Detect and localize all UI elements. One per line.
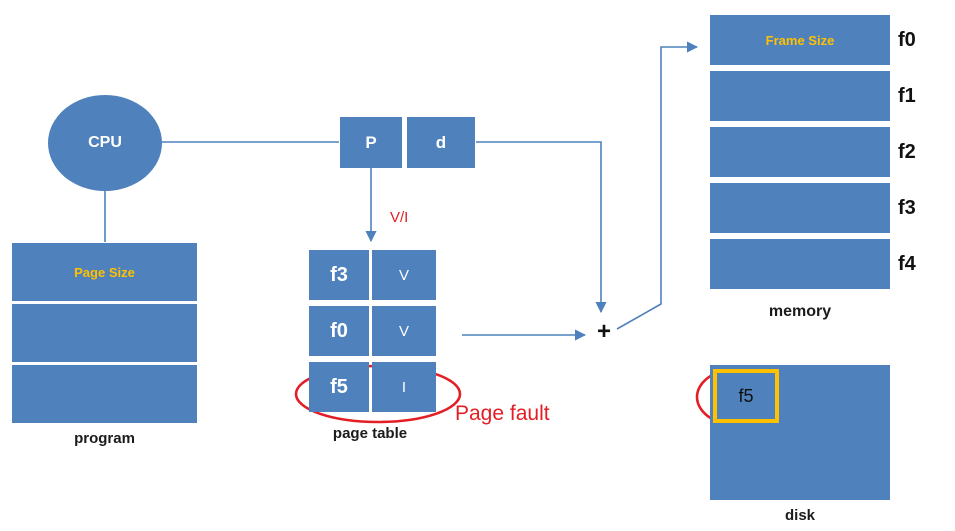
disk-page-block: f5 bbox=[713, 369, 779, 423]
address-page-label: P bbox=[365, 132, 377, 152]
pagetable-row-2-bit-label: I bbox=[401, 378, 407, 396]
frame-number-f2: f2 bbox=[898, 140, 916, 163]
address-page-box: P bbox=[340, 117, 402, 168]
memory-frame-1 bbox=[710, 71, 890, 121]
d-to-adder-arrow bbox=[476, 141, 607, 314]
adder-to-memory-arrow bbox=[616, 41, 699, 330]
valid-invalid-header: V/I bbox=[390, 209, 409, 226]
memory-frame-4 bbox=[710, 239, 890, 289]
cpu-node: CPU bbox=[48, 95, 162, 191]
frame-number-f3: f3 bbox=[898, 196, 916, 219]
pagetable-row-1-bit: V bbox=[372, 306, 436, 356]
address-offset-box: d bbox=[407, 117, 475, 168]
pagetable-row-2-bit: I bbox=[372, 362, 436, 412]
program-caption: program bbox=[74, 430, 135, 447]
cpu-label: CPU bbox=[88, 134, 122, 151]
frame-size-label: Frame Size bbox=[765, 32, 835, 48]
memory-frame-0: Frame Size bbox=[710, 15, 890, 65]
adder-symbol: + bbox=[596, 318, 611, 345]
frame-number-f0: f0 bbox=[898, 28, 916, 51]
pagetable-row-1-frame: f0 bbox=[309, 306, 369, 356]
disk-page-block-label: f5 bbox=[738, 385, 754, 406]
disk-caption: disk bbox=[784, 507, 815, 524]
address-offset-label: d bbox=[435, 132, 447, 152]
frame-number-f1: f1 bbox=[898, 84, 916, 107]
pagetable-row-1-bit-label: V bbox=[398, 322, 409, 340]
pagetable-row-0-frame-label: f3 bbox=[330, 263, 348, 286]
program-row-0: Page Size bbox=[12, 243, 197, 301]
page-fault-label: Page fault bbox=[455, 402, 550, 425]
frame-number-f4: f4 bbox=[898, 252, 916, 275]
pagetable-caption: page table bbox=[332, 425, 408, 442]
pagetable-row-0-bit-label: V bbox=[398, 266, 409, 284]
pagetable-row-2-frame-label: f5 bbox=[330, 375, 348, 398]
pagetable-row-0-bit: V bbox=[372, 250, 436, 300]
memory-caption: memory bbox=[768, 303, 832, 320]
memory-frame-3 bbox=[710, 183, 890, 233]
program-row-1 bbox=[12, 304, 197, 362]
page-size-label: Page Size bbox=[74, 264, 135, 280]
pagetable-row-2-frame: f5 bbox=[309, 362, 369, 412]
pagetable-row-1-frame-label: f0 bbox=[330, 319, 348, 342]
memory-frame-2 bbox=[710, 127, 890, 177]
pagetable-row-0-frame: f3 bbox=[309, 250, 369, 300]
program-row-2 bbox=[12, 365, 197, 423]
